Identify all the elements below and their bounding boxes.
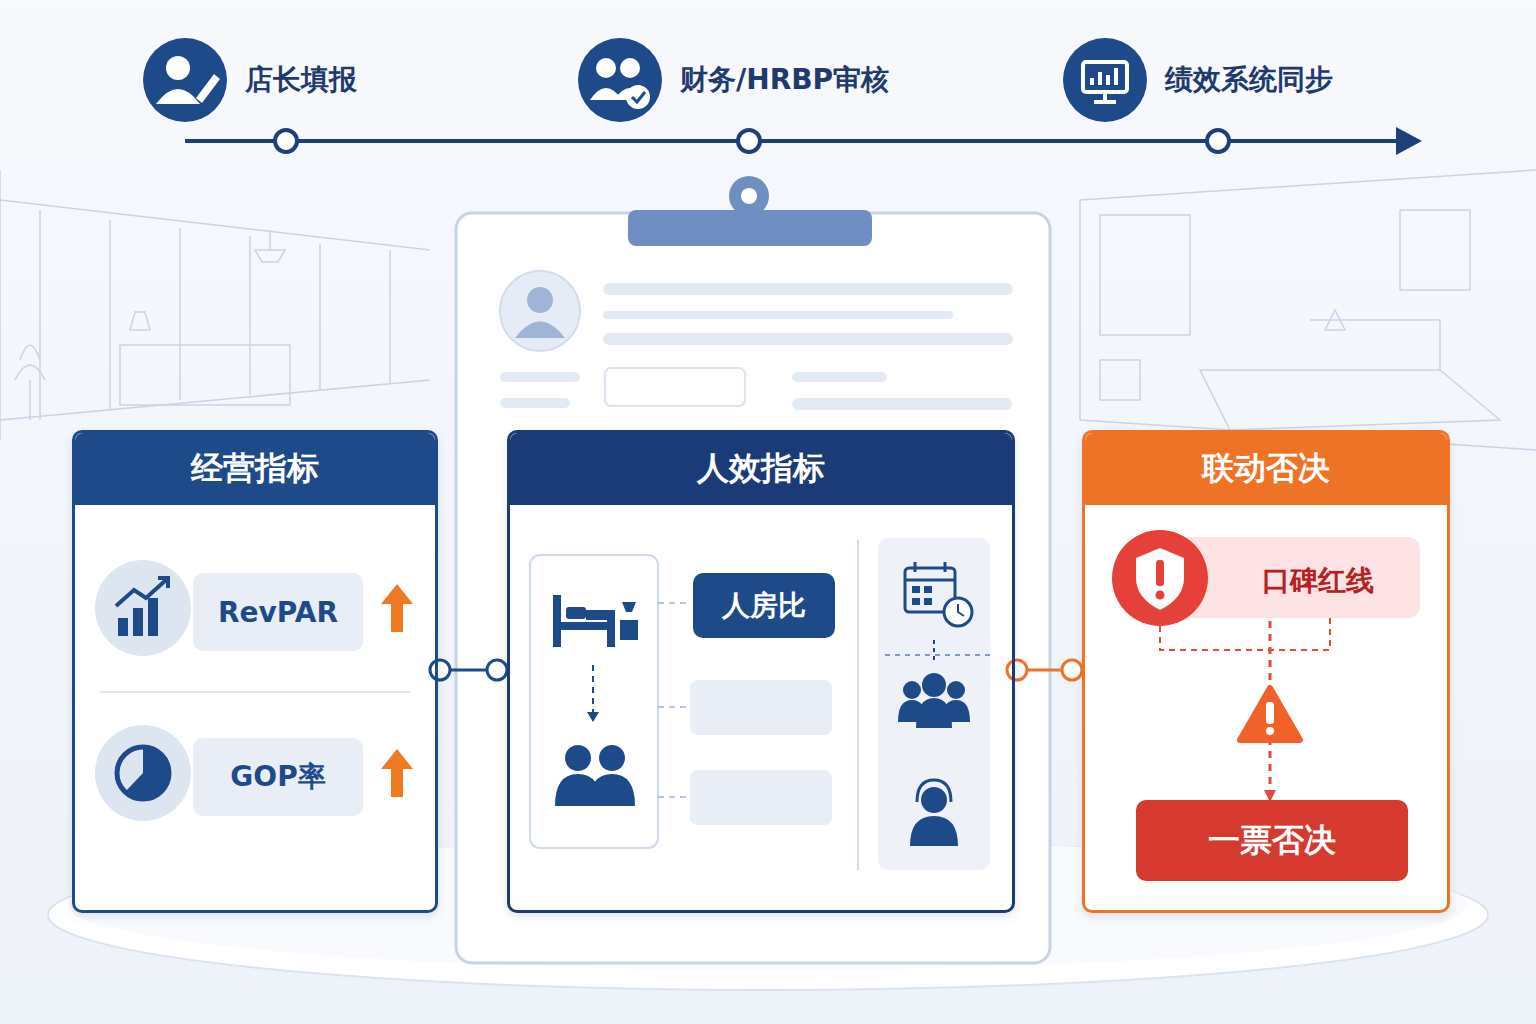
panel-header: 人效指标 [510,433,1012,505]
veto-button: 一票否决 [1136,800,1408,881]
node-label: 人房比 [722,587,806,625]
metric-panel: 人效指标人房比 [507,430,1015,913]
step-label: 绩效系统同步 [1165,61,1333,99]
node-label: 一票否决 [1208,819,1336,863]
metric-pill: RevPAR [193,573,363,651]
connector [430,660,450,680]
connector [1062,660,1082,680]
metric-pill: GOP率 [193,738,363,816]
redline-pill: 口碑红线 [1213,540,1423,621]
panel-header: 经营指标 [75,433,435,505]
metric-box: 人房比 [693,573,835,638]
step-label: 店长填报 [245,61,357,99]
metric-panel: 经营指标 RevPAR GOP率 [72,430,438,913]
step-label: 财务/HRBP审核 [680,61,889,99]
node-label: 口碑红线 [1262,562,1374,600]
veto-panel: 联动否决口碑红线一票否决 [1082,430,1450,913]
connector [487,660,507,680]
node-label: RevPAR [218,596,338,629]
node-label: GOP率 [230,758,325,796]
panel-header: 联动否决 [1085,433,1447,505]
connector [1007,660,1027,680]
